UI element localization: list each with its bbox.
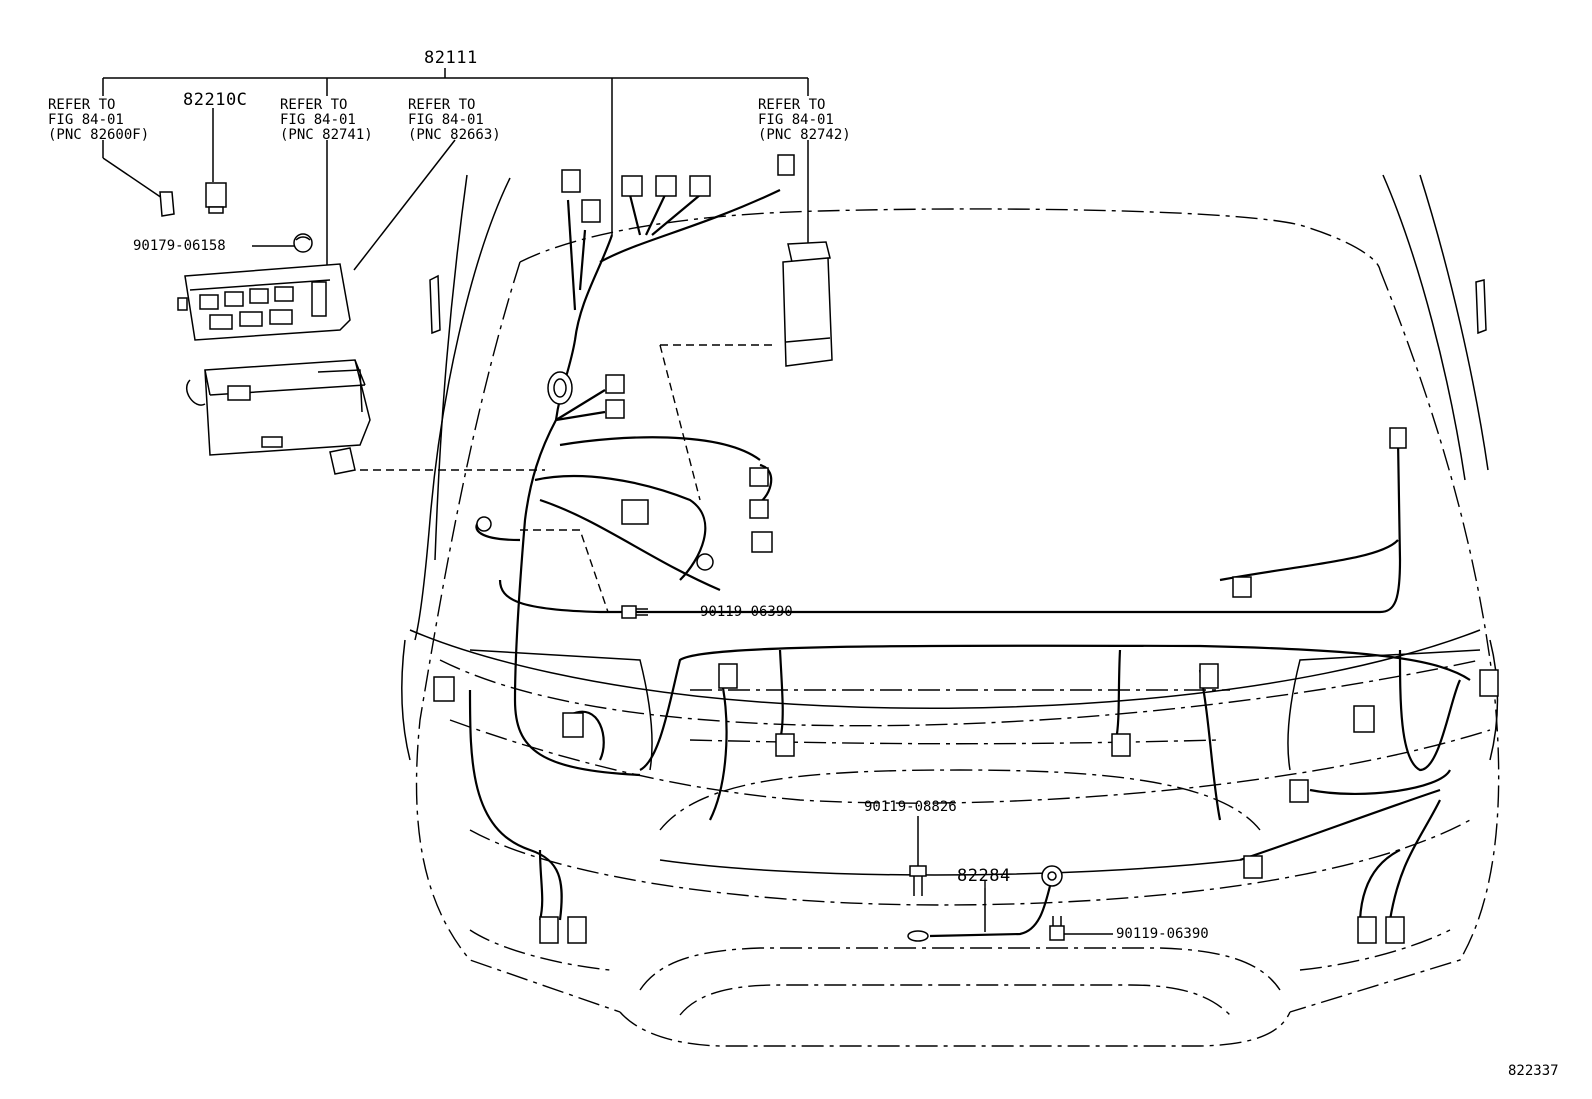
connectors: [434, 155, 1498, 943]
ref-junction-line-2: FIG 84-01: [280, 112, 356, 128]
label-bolt-90119-08826: 90119-08826: [864, 799, 957, 815]
ref-box-line-3: (PNC 82663): [408, 127, 501, 143]
ref-junction-label: REFER TO FIG 84-01 (PNC 82741): [280, 98, 373, 143]
ref-junction-line-3: (PNC 82741): [280, 127, 373, 143]
leader-lines: [103, 68, 1113, 934]
ref-left-line-1: REFER TO: [48, 97, 116, 113]
relay-82210c: [206, 183, 226, 213]
ground-wire-82284: [908, 866, 1062, 941]
relay-box: [187, 360, 370, 474]
label-nut-90179-06158: 90179-06158: [133, 238, 226, 254]
fuse-block-82742: [783, 242, 832, 366]
bolt-middle: [622, 606, 648, 618]
label-bolt-90119-06390-middle: 90119-06390: [700, 604, 793, 620]
ref-junction-line-1: REFER TO: [280, 97, 348, 113]
ref-right-line-3: (PNC 82742): [758, 127, 851, 143]
label-bolt-90119-06390-bottom: 90119-06390: [1116, 926, 1209, 942]
body-contours: [402, 175, 1498, 875]
main-harness: [470, 190, 1470, 920]
label-82284: 82284: [957, 866, 1011, 886]
ref-left-line-2: FIG 84-01: [48, 112, 124, 128]
vehicle-body-outline: [417, 209, 1499, 1046]
label-82111: 82111: [424, 48, 478, 68]
ref-left-label: REFER TO FIG 84-01 (PNC 82600F): [48, 98, 149, 143]
grommet: [548, 372, 572, 404]
ref-box-line-1: REFER TO: [408, 97, 476, 113]
connector-82600f: [160, 192, 174, 216]
ref-box-line-2: FIG 84-01: [408, 112, 484, 128]
bolt-bottom: [1050, 916, 1064, 940]
ref-box-label: REFER TO FIG 84-01 (PNC 82663): [408, 98, 501, 143]
figure-number: 822337: [1508, 1063, 1559, 1079]
nut-90179: [294, 234, 312, 252]
ref-right-line-1: REFER TO: [758, 97, 826, 113]
ref-left-line-3: (PNC 82600F): [48, 127, 150, 143]
junction-block: [178, 264, 350, 340]
bolt-center: [910, 866, 926, 896]
reference-dashes: [360, 345, 985, 888]
label-82210c: 82210C: [183, 90, 248, 110]
ref-right-line-2: FIG 84-01: [758, 112, 834, 128]
ref-right-label: REFER TO FIG 84-01 (PNC 82742): [758, 98, 851, 143]
